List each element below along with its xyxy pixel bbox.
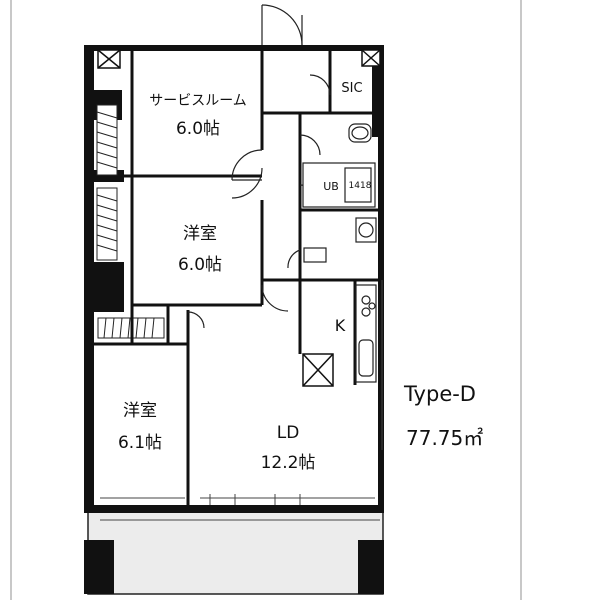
balcony xyxy=(87,511,384,595)
bathroom-fixtures xyxy=(302,123,377,263)
western-room-2-name: 洋室 xyxy=(123,401,157,421)
closet-hatching xyxy=(96,104,165,339)
sic-label: SIC xyxy=(341,81,362,96)
window-marks xyxy=(100,280,383,505)
western-room-1-size: 6.0帖 xyxy=(178,255,222,275)
living-dining-name: LD xyxy=(277,423,300,443)
living-dining-size: 12.2帖 xyxy=(261,453,316,473)
plan-type-label: Type-D xyxy=(404,382,476,406)
service-room-name: サービスルーム xyxy=(149,93,247,109)
left-border-line xyxy=(10,0,12,600)
right-border-line xyxy=(520,0,522,600)
western-room-1-name: 洋室 xyxy=(183,224,217,244)
kitchen-counter xyxy=(355,284,377,383)
interior-walls xyxy=(94,51,378,505)
kitchen-label: K xyxy=(335,316,346,335)
plan-area-label: 77.75㎡ xyxy=(406,426,484,450)
service-room-size: 6.0帖 xyxy=(176,119,220,139)
unit-bath-label: UB xyxy=(323,180,339,193)
unit-bath-size-label: 1418 xyxy=(349,181,372,191)
vent-boxes xyxy=(97,49,381,387)
western-room-2-size: 6.1帖 xyxy=(118,433,162,453)
